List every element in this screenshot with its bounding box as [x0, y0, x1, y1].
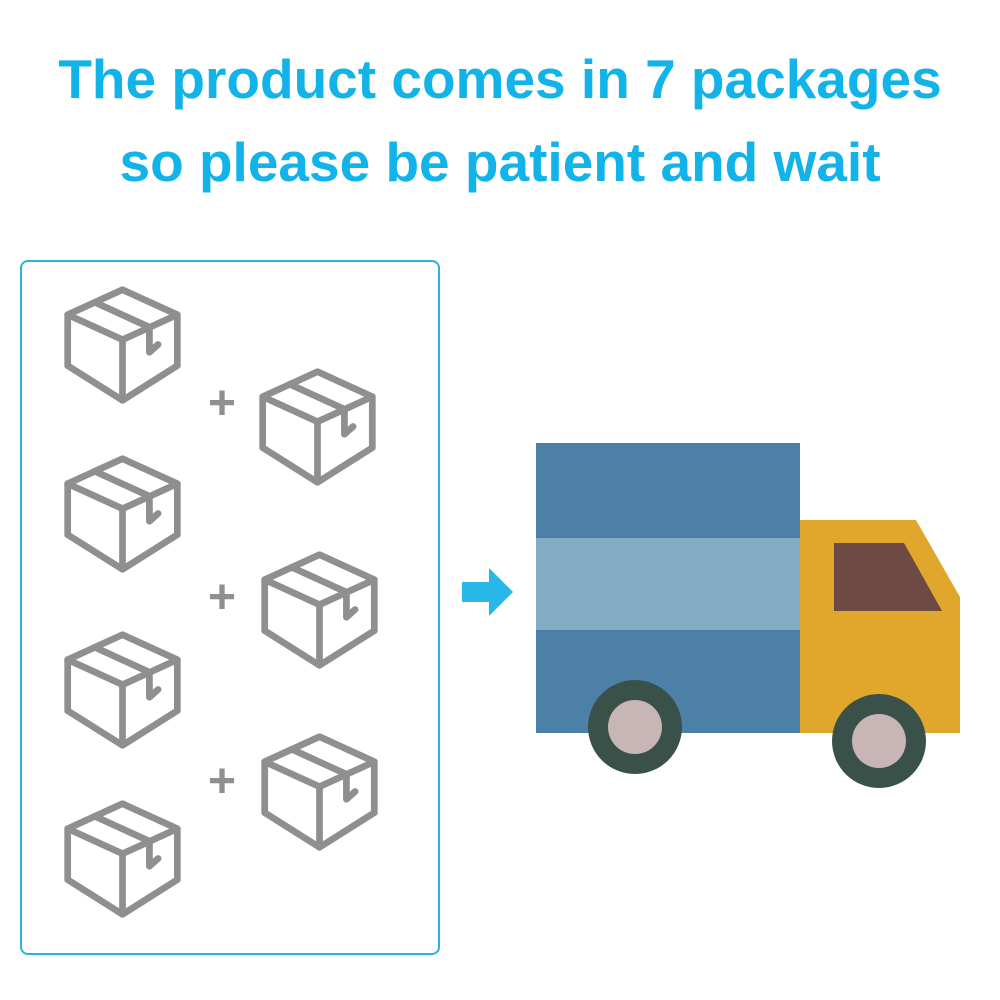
truck-front-wheel-hub [608, 700, 662, 754]
package-box-icon [55, 628, 190, 753]
truck-rear-wheel-hub [852, 714, 906, 768]
truck-cargo-stripe [536, 538, 800, 630]
package-box-icon [55, 797, 190, 922]
page-title: The product comes in 7 packages so pleas… [0, 38, 1000, 204]
plus-sign: + [207, 755, 237, 808]
delivery-truck-icon [536, 443, 960, 788]
plus-sign: + [207, 571, 237, 624]
package-box-icon [252, 548, 387, 673]
package-box-icon [55, 283, 190, 408]
page-title-line2: so please be patient and wait [119, 131, 881, 193]
package-box-icon [55, 452, 190, 577]
truck-window [834, 543, 942, 611]
arrow-right-icon [462, 568, 513, 616]
package-box-icon [250, 365, 385, 490]
package-box-icon [252, 730, 387, 855]
plus-sign: + [207, 377, 237, 430]
page-title-line1: The product comes in 7 packages [58, 48, 942, 110]
packages-panel: + + + [20, 260, 440, 955]
